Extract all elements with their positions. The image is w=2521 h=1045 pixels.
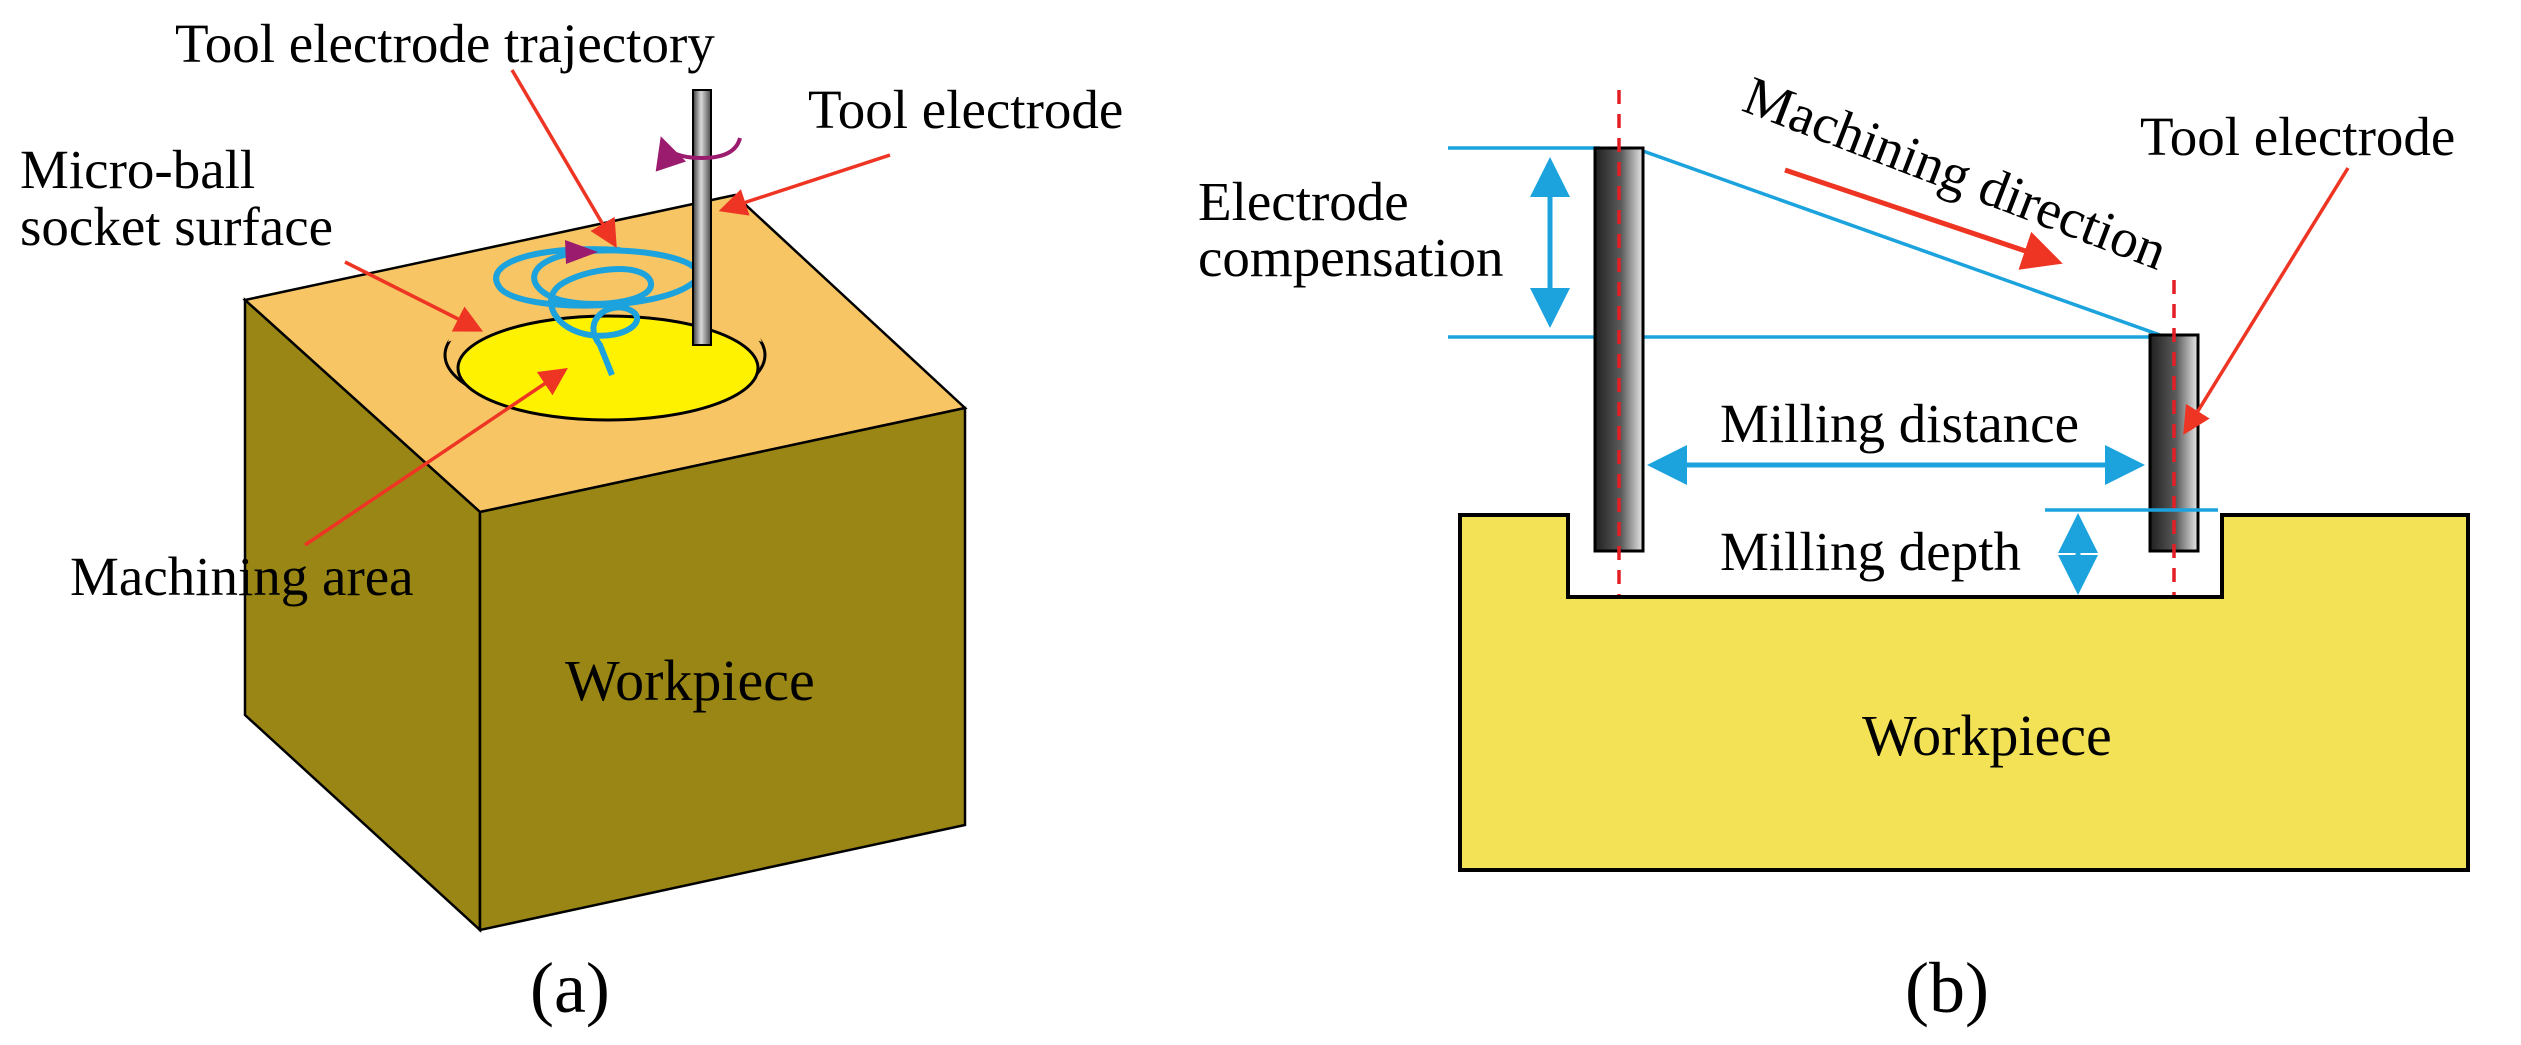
label-electrode-comp-line1: Electrode <box>1198 171 1409 232</box>
trajectory-arrowhead-icon <box>565 240 598 264</box>
machining-direction-arrow <box>1784 167 2063 270</box>
tool-electrode-b-right <box>2148 333 2200 553</box>
caption-b: (b) <box>1905 948 1989 1028</box>
trajectory-spiral <box>493 246 702 377</box>
arrow-trajectory <box>510 69 617 249</box>
slope-line <box>1639 148 2161 337</box>
label-micro-ball-line1: Micro-ball <box>20 139 255 200</box>
label-workpiece-a: Workpiece <box>565 648 815 713</box>
block-front-face <box>478 406 967 932</box>
label-milling-depth: Milling depth <box>1720 521 2021 582</box>
label-machining-direction: Machining direction <box>1736 64 2176 281</box>
label-electrode-comp-line2: compensation <box>1198 227 1503 288</box>
label-workpiece-b: Workpiece <box>1862 703 2112 768</box>
arrow-tool-electrode-b <box>2183 167 2350 435</box>
label-tool-electrode-a: Tool electrode <box>808 79 1123 140</box>
arrow-tool-electrode-a <box>718 153 891 216</box>
tool-electrode-b-left <box>1593 146 1645 553</box>
arrow-machining-area <box>304 368 568 547</box>
label-micro-ball-line2: socket surface <box>20 196 333 257</box>
label-milling-distance: Milling distance <box>1720 393 2079 454</box>
tool-electrode-a <box>692 89 712 346</box>
workpiece-b <box>1458 513 2470 872</box>
arrow-socket-surface <box>344 260 484 332</box>
label-machining-area: Machining area <box>70 546 414 607</box>
panel-b: Machining direction Tool electrode Elect… <box>1198 64 2470 1028</box>
label-tool-electrode-trajectory: Tool electrode trajectory <box>175 13 715 74</box>
rotation-arrow-icon <box>655 136 742 172</box>
panel-a: Tool electrode trajectory Tool electrode… <box>20 13 1123 1028</box>
label-tool-electrode-b: Tool electrode <box>2140 106 2455 167</box>
caption-a: (a) <box>530 948 610 1028</box>
